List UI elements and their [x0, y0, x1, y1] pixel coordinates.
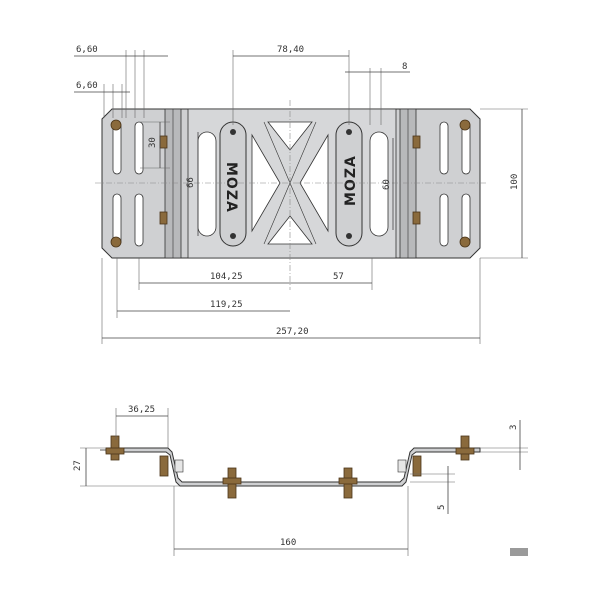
dim-257-20: 257,20 — [276, 327, 309, 337]
bolt-icon — [412, 455, 422, 477]
bolt-icon — [110, 236, 122, 248]
top-view: MOZA MOZA — [95, 100, 488, 290]
dim-100: 100 — [510, 174, 520, 190]
scale-mark — [510, 548, 528, 556]
left-inner-slot-bottom — [134, 193, 144, 247]
dim-5: 5 — [437, 505, 447, 510]
right-inner-slot-top — [439, 121, 449, 175]
dim-57: 57 — [333, 272, 344, 282]
dim-30: 30 — [148, 137, 158, 148]
dim-78-40: 78,40 — [277, 45, 304, 55]
nut-icon — [338, 477, 358, 485]
nut-icon — [455, 447, 475, 455]
dim-60: 60 — [382, 179, 392, 190]
stud-icon — [412, 211, 421, 225]
left-moza-logo: MOZA — [223, 162, 239, 213]
screw-icon — [346, 233, 352, 239]
dim-36-25: 36,25 — [128, 405, 155, 415]
dim-3: 3 — [509, 425, 519, 430]
side-view — [100, 435, 481, 499]
side-dimensions: 36,25 27 3 5 160 — [73, 405, 528, 556]
dim-6-60-lower: 6,60 — [76, 81, 98, 91]
bolt-icon — [159, 455, 169, 477]
dim-66: 66 — [186, 177, 196, 188]
stud-icon — [159, 135, 168, 149]
dim-160: 160 — [280, 538, 296, 548]
dim-119-25: 119,25 — [210, 300, 243, 310]
bolt-icon — [459, 119, 471, 131]
left-inner-slot-top — [134, 121, 144, 175]
screw-icon — [346, 129, 352, 135]
screw-icon — [230, 233, 236, 239]
bolt-icon — [459, 236, 471, 248]
dim-104-25: 104,25 — [210, 272, 243, 282]
center-right-slot — [369, 131, 389, 237]
right-inner-slot-bottom — [439, 193, 449, 247]
bolt-icon — [110, 119, 122, 131]
stud-icon — [159, 211, 168, 225]
nut-icon — [105, 447, 125, 455]
top-dimensions: 6,60 6,60 78,40 8 30 66 60 100 — [74, 45, 528, 344]
dim-27: 27 — [73, 460, 83, 471]
dim-8: 8 — [402, 62, 407, 72]
dim-6-60-upper: 6,60 — [76, 45, 98, 55]
screw-icon — [230, 129, 236, 135]
stud-icon — [412, 135, 421, 149]
center-left-slot — [197, 131, 217, 237]
right-moza-logo: MOZA — [343, 155, 359, 206]
nut-icon — [222, 477, 242, 485]
